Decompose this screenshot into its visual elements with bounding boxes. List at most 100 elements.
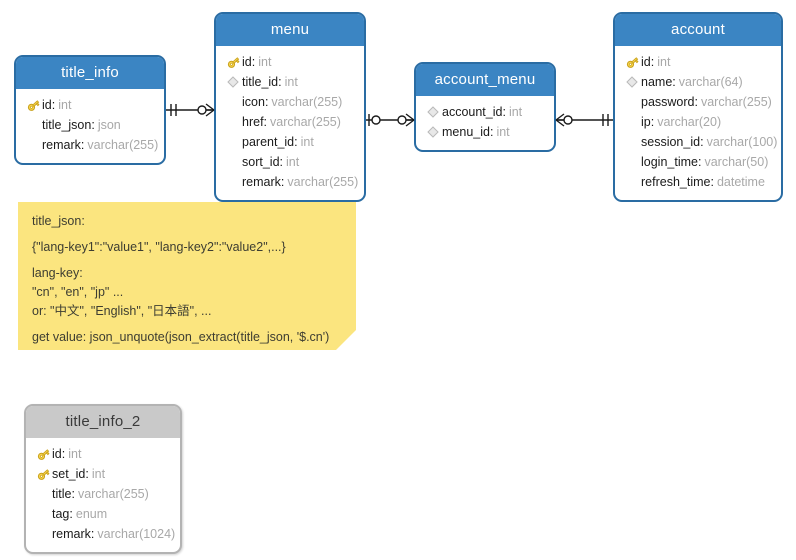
field-type: varchar(50)	[704, 155, 769, 169]
field-row[interactable]: password:varchar(255)	[615, 92, 781, 112]
field-name: id	[641, 55, 651, 69]
relationship-rel-menu-account-menu[interactable]	[366, 110, 415, 130]
field-type: varchar(255)	[287, 175, 359, 189]
field-row[interactable]: account_id:int	[416, 102, 554, 122]
no-marker	[34, 505, 52, 523]
note-line: title_json:	[32, 214, 85, 228]
field-separator: :	[69, 507, 73, 521]
field-name: password	[641, 95, 695, 109]
key-icon	[224, 53, 242, 71]
field-row[interactable]: set_id:int	[26, 464, 180, 484]
field-name: account_id	[442, 105, 503, 119]
field-row[interactable]: name:varchar(64)	[615, 72, 781, 92]
field-row[interactable]: id:int	[615, 52, 781, 72]
field-separator: :	[280, 175, 285, 189]
field-separator: :	[263, 115, 268, 129]
field-type: varchar(100)	[706, 135, 778, 149]
relationship-rel-account-menu-account[interactable]	[555, 110, 613, 130]
field-row[interactable]: menu_id:int	[416, 122, 554, 142]
no-marker	[224, 133, 242, 151]
field-separator: :	[294, 135, 298, 149]
field-row[interactable]: ip:varchar(20)	[615, 112, 781, 132]
key-icon	[34, 465, 52, 483]
field-row[interactable]: remark:varchar(1024)	[26, 524, 180, 544]
field-name: set_id	[52, 467, 86, 481]
key-icon	[24, 96, 42, 114]
diamond-icon	[424, 103, 442, 121]
field-name: remark	[242, 175, 281, 189]
field-separator: :	[278, 75, 282, 89]
field-separator: :	[71, 487, 75, 501]
no-marker	[34, 525, 52, 543]
entity-title-title_info_2: title_info_2	[26, 406, 180, 438]
field-type: json	[97, 118, 121, 132]
field-row[interactable]: id:int	[216, 52, 364, 72]
field-name: refresh_time	[641, 175, 711, 189]
no-marker	[34, 485, 52, 503]
field-type: varchar(255)	[700, 95, 772, 109]
field-separator: :	[489, 125, 494, 139]
no-marker	[24, 116, 42, 134]
field-row[interactable]: title:varchar(255)	[26, 484, 180, 504]
field-row[interactable]: refresh_time:datetime	[615, 172, 781, 192]
field-type: datetime	[716, 175, 765, 189]
field-separator: :	[251, 55, 256, 69]
field-type: int	[91, 467, 106, 481]
field-separator: :	[264, 95, 269, 109]
no-marker	[623, 153, 641, 171]
note-line: lang-key:	[32, 266, 83, 280]
field-name: icon	[242, 95, 265, 109]
note-fold-corner-icon	[336, 330, 356, 350]
field-type: varchar(20)	[657, 115, 722, 129]
field-separator: :	[85, 467, 89, 481]
field-name: title_id	[242, 75, 279, 89]
field-separator: :	[91, 118, 95, 132]
field-row[interactable]: id:int	[16, 95, 164, 115]
field-row[interactable]: id:int	[26, 444, 180, 464]
field-row[interactable]: title_json:json	[16, 115, 164, 135]
field-name: session_id	[641, 135, 701, 149]
field-name: title	[52, 487, 72, 501]
field-name: id	[42, 98, 52, 112]
no-marker	[623, 113, 641, 131]
field-name: ip	[641, 115, 651, 129]
field-row[interactable]: login_time:varchar(50)	[615, 152, 781, 172]
field-type: varchar(255)	[270, 115, 341, 129]
field-separator: :	[650, 115, 655, 129]
key-icon	[623, 53, 641, 71]
no-marker	[623, 133, 641, 151]
field-row[interactable]: parent_id:int	[216, 132, 364, 152]
field-type: int	[284, 75, 298, 89]
field-separator: :	[700, 135, 704, 149]
field-name: menu_id	[442, 125, 490, 139]
sticky-note[interactable]: title_json:{"lang-key1":"value1", "lang-…	[18, 202, 356, 350]
field-type: varchar(1024)	[97, 527, 176, 541]
field-type: varchar(64)	[678, 75, 743, 89]
field-name: parent_id	[242, 135, 295, 149]
field-row[interactable]: sort_id:int	[216, 152, 364, 172]
note-line: "cn", "en", "jp" ...	[32, 285, 124, 299]
field-row[interactable]: tag:enum	[26, 504, 180, 524]
field-row[interactable]: title_id:int	[216, 72, 364, 92]
field-row[interactable]: remark:varchar(255)	[16, 135, 164, 155]
field-type: int	[496, 125, 510, 139]
field-type: varchar(255)	[77, 487, 149, 501]
field-row[interactable]: icon:varchar(255)	[216, 92, 364, 112]
diamond-icon	[224, 73, 242, 91]
field-separator: :	[279, 155, 284, 169]
relationship-rel-title-info-menu[interactable]	[166, 100, 215, 120]
field-name: remark	[52, 527, 91, 541]
field-row[interactable]: session_id:varchar(100)	[615, 132, 781, 152]
field-row[interactable]: remark:varchar(255)	[216, 172, 364, 192]
field-row[interactable]: href:varchar(255)	[216, 112, 364, 132]
field-type: varchar(255)	[271, 95, 343, 109]
field-type: int	[68, 447, 82, 461]
